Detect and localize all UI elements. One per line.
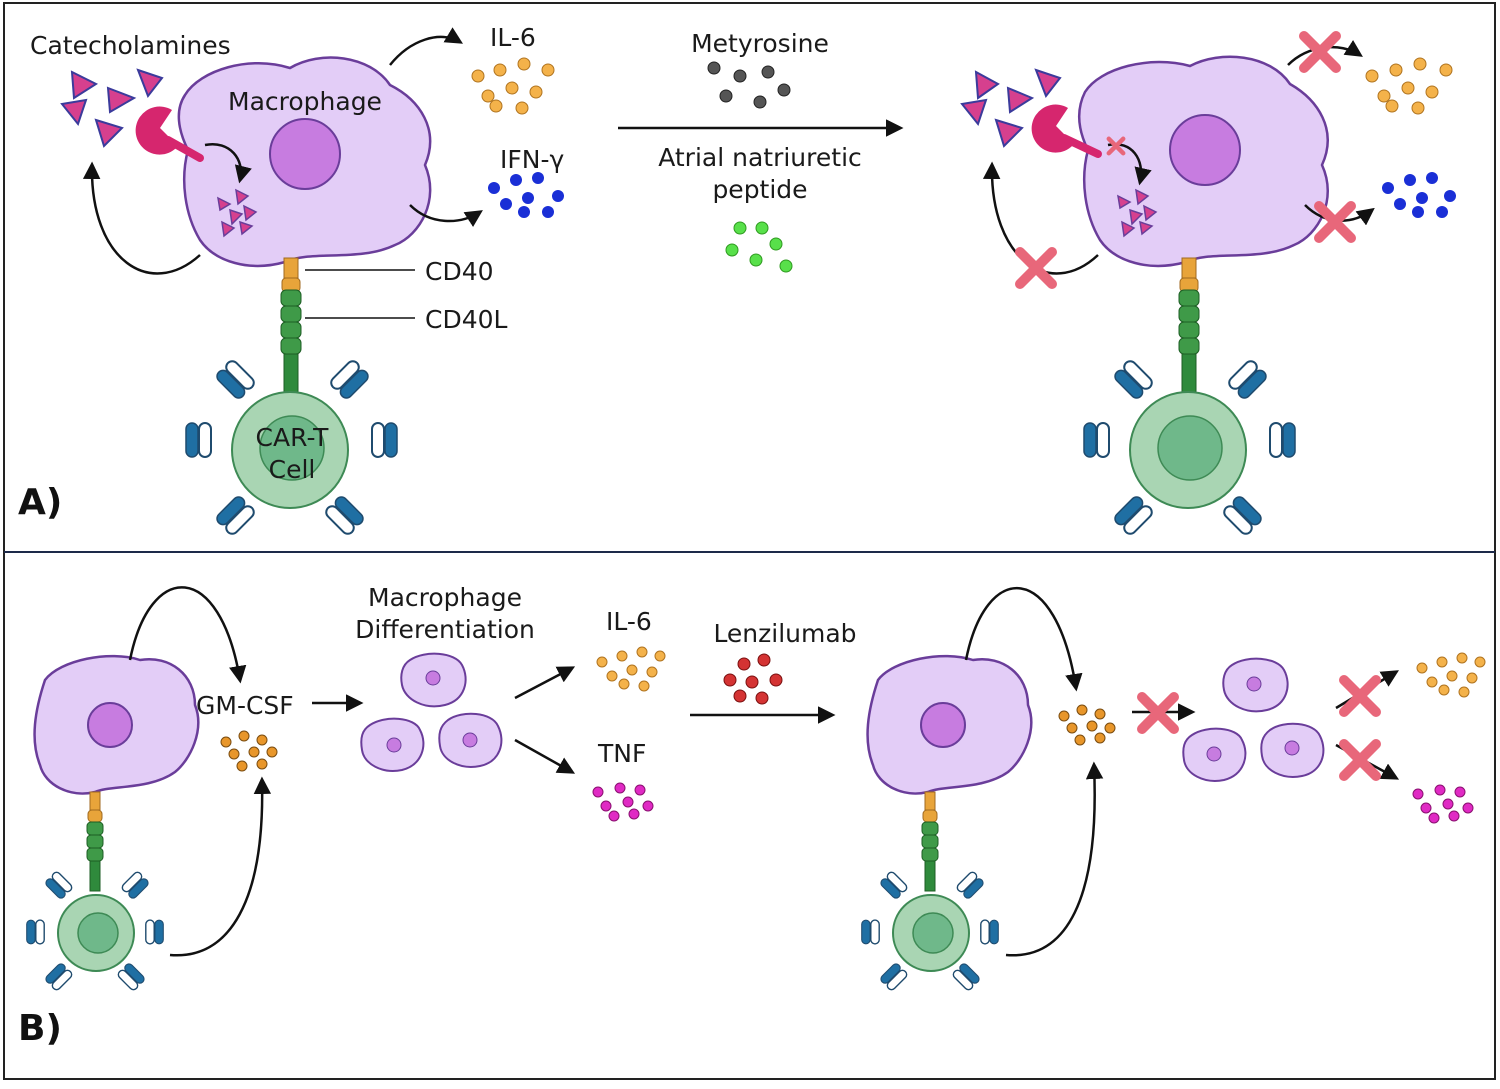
catecholamine-triangles [60,68,164,148]
anp-label-line2: peptide [712,175,808,204]
cart-label-line1: CAR-T [255,423,329,452]
differentiation-label-line1: Macrophage [368,583,522,612]
differentiated-macrophages [360,652,503,772]
panel-b-left [26,586,666,993]
cd40-cd40l-stalk [280,257,302,395]
internal-catecholamines [217,188,258,238]
anp-particles [725,221,793,273]
panel-a-left [60,27,564,538]
lenzilumab-particles [723,653,783,705]
cd40-label: CD40 [425,257,494,286]
il6-label-a: IL-6 [490,23,536,52]
cart-label-line2: Cell [268,455,316,484]
adrenergic-receptor [135,106,204,162]
panel-a-letter: A) [18,482,63,523]
catecholamines-label: Catecholamines [30,31,231,60]
panel-a-right [960,36,1456,538]
metyrosine-label: Metyrosine [691,29,829,58]
cd40l-label: CD40L [425,305,508,334]
gmcsf-label: GM-CSF [196,691,294,720]
macrophage-nucleus [269,118,341,190]
tnf-label: TNF [598,739,647,768]
anp-label-line1: Atrial natriuretic [658,143,862,172]
lenzilumab-label: Lenzilumab [713,619,857,648]
cart-nucleus [259,415,325,481]
metyrosine-particles [707,61,791,109]
il6-label-b: IL-6 [606,607,652,636]
il6-particles [471,57,555,115]
panel-b-letter: B) [18,1008,62,1049]
panel-b-right [861,587,1486,993]
macrophage-label: Macrophage [228,87,382,116]
ifng-label: IFN-γ [500,145,565,174]
figure-frame [3,2,1496,1080]
differentiation-label-line2: Differentiation [355,615,535,644]
ifng-particles [488,172,564,218]
gmcsf-particles [220,730,278,772]
